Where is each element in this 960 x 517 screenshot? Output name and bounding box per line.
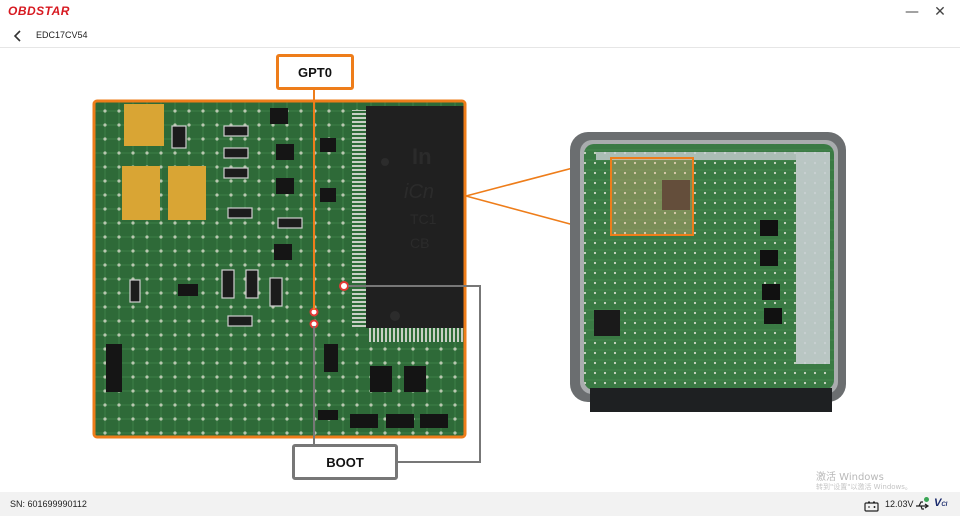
status-bar: SN: 601699990112 12.03V VCI	[0, 492, 960, 516]
gpt0-label: GPT0	[276, 54, 354, 90]
nav-bar: EDC17CV54	[0, 24, 960, 48]
boot-leader-line-2	[348, 285, 481, 463]
obdstar-logo: OBDSTAR	[8, 4, 70, 18]
zoom-frame	[92, 99, 467, 439]
minimize-icon[interactable]: —	[905, 4, 919, 20]
vci-icon: VCI	[934, 497, 948, 509]
usb-icon	[914, 496, 930, 517]
boot-test-point	[339, 281, 349, 291]
capacitor	[124, 104, 164, 146]
ecu-board-image	[570, 132, 846, 412]
windows-watermark-title: 激活 Windows	[816, 472, 884, 483]
diagram-area: In iCn TC1 CB	[0, 48, 960, 492]
chip-marking-2: iCn	[404, 181, 434, 203]
windows-watermark-subtitle: 转到"设置"以激活 Windows。	[816, 483, 912, 491]
ecu-connector	[590, 388, 832, 412]
zoom-region-marker	[610, 157, 694, 236]
chip-marking-3: TC1	[410, 211, 437, 227]
boot-label: BOOT	[292, 444, 398, 480]
battery-icon	[864, 499, 880, 517]
zoomed-pcb-image: In iCn TC1 CB	[92, 99, 467, 439]
voltage-reading: 12.03V	[885, 499, 914, 509]
back-arrow-icon[interactable]	[10, 27, 26, 45]
mcu-chip	[366, 106, 465, 328]
close-icon[interactable]: ✕	[934, 4, 946, 20]
ecu-pinout-diagram: In iCn TC1 CB	[92, 90, 846, 463]
page-title: EDC17CV54	[36, 30, 88, 40]
serial-number: SN: 601699990112	[10, 499, 87, 509]
chip-marking-1: In	[412, 144, 432, 169]
title-bar: OBDSTAR — ✕	[0, 0, 960, 24]
capacitor	[168, 166, 206, 220]
chip-marking-4: CB	[410, 235, 429, 251]
capacitor	[122, 166, 160, 220]
